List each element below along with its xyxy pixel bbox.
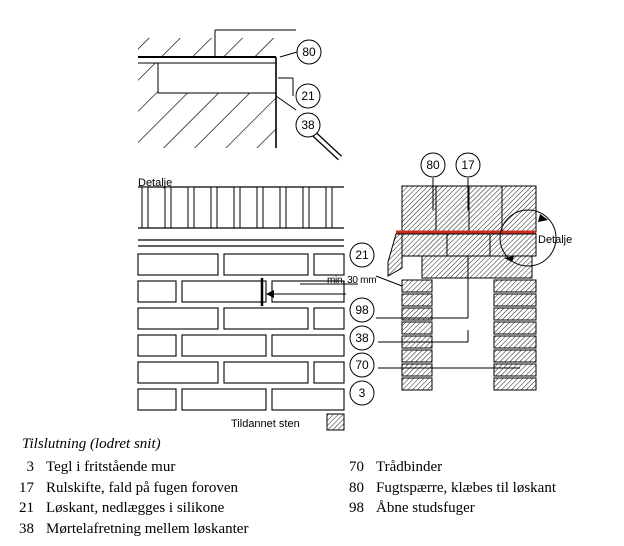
legend-item-text: Åbne studsfuger [376, 500, 475, 516]
rowlock-bricks [141, 186, 333, 229]
legend-item-number: 21 [19, 500, 34, 516]
section-brick [493, 363, 537, 377]
legend-item: 17 Rulskifte, fald på fugen foroven [0, 478, 248, 499]
legend-item: 3 Tegl i fritstående mur [0, 457, 248, 478]
callout-mid-98: 98 [349, 297, 375, 323]
svg-text:80: 80 [426, 158, 440, 172]
brick [137, 307, 219, 330]
rowlock-brick [233, 186, 241, 229]
hatch-legend-swatch [326, 413, 345, 431]
legend-item: 98 Åbne studsfuger [330, 498, 556, 519]
right-wythe [493, 279, 537, 391]
brick [223, 307, 309, 330]
callout-right-80: 80 [420, 152, 446, 178]
section-brick [401, 321, 433, 335]
brick [313, 361, 345, 384]
svg-text:38: 38 [301, 118, 315, 132]
brick [271, 334, 345, 357]
section-view [375, 178, 557, 391]
callout-right-17: 17 [455, 152, 481, 178]
legend-item-number: 98 [349, 500, 364, 516]
rowlock-brick [187, 186, 195, 229]
callout-mid-38: 38 [349, 325, 375, 351]
legend-list-left: 3 Tegl i fritstående mur 17 Rulskifte, fald… [0, 457, 248, 539]
elevation-view [137, 186, 358, 411]
section-brick [493, 279, 537, 293]
brick [271, 388, 345, 411]
section-brick [401, 307, 433, 321]
brick [137, 334, 177, 357]
detail-marker-circle [499, 209, 557, 267]
section-brick [401, 349, 433, 363]
svg-text:3: 3 [359, 386, 366, 400]
legend-item-text: Tegl i fritstående mur [46, 459, 176, 475]
brick [137, 388, 177, 411]
section-brick [401, 279, 433, 293]
rowlock-brick [141, 186, 149, 229]
legend-item-number: 17 [19, 479, 34, 496]
callout-mid-70: 70 [349, 352, 375, 378]
brick [181, 280, 267, 303]
svg-text:38: 38 [355, 331, 369, 345]
section-brick [493, 349, 537, 363]
legend-item-text: Fugtspærre, klæbes til løskant [376, 479, 556, 496]
legend-item-number: 3 [26, 459, 35, 475]
legend-item-number: 38 [19, 520, 34, 537]
brick [181, 388, 267, 411]
legend-item-text: Mørtelafretning mellem løskanter [46, 520, 249, 537]
legend-item: 80 Fugtspærre, klæbes til løskant [330, 478, 556, 499]
rowlock-brick [256, 186, 264, 229]
svg-text:80: 80 [302, 45, 316, 59]
enlarged-detail [138, 29, 343, 161]
callout-mid-3: 3 [349, 380, 375, 406]
section-brick [493, 321, 537, 335]
brick [223, 253, 309, 276]
rowlock-brick [164, 186, 172, 229]
rowlock-brick [210, 186, 218, 229]
callout-top-21: 21 [295, 83, 321, 109]
hatch-legend-label: Tildannet sten [231, 418, 300, 430]
callout-top-80: 80 [296, 39, 322, 65]
section-brick [493, 293, 537, 307]
brick-courses [137, 253, 345, 411]
legend-list-right: 70 Trådbinder 80 Fugtspærre, klæbes til løs… [330, 457, 556, 519]
section-brick [493, 307, 537, 321]
brick [137, 280, 177, 303]
section-brick [493, 377, 537, 391]
legend-item-number: 70 [349, 459, 364, 475]
svg-text:98: 98 [355, 303, 369, 317]
callout-top-38: 38 [295, 112, 321, 138]
section-brick [493, 335, 537, 349]
detail-label-right: Detalje [538, 234, 572, 246]
legend-item-number: 80 [349, 479, 364, 496]
detail-label-left: Detalje [138, 177, 172, 189]
brick [137, 361, 219, 384]
brick [313, 307, 345, 330]
svg-text:21: 21 [355, 248, 369, 262]
legend-item: 21 Løskant, nedlægges i silikone [0, 498, 248, 519]
dimension-label: min. 30 mm [327, 275, 376, 286]
left-wythe [401, 279, 433, 391]
legend-item: 70 Trådbinder [330, 457, 556, 478]
brick [313, 253, 345, 276]
brick [181, 334, 267, 357]
brick [223, 361, 309, 384]
svg-text:21: 21 [301, 89, 315, 103]
callout-mid-21: 21 [349, 242, 375, 268]
legend-item-text: Trådbinder [376, 459, 443, 475]
legend-item-text: Rulskifte, fald på fugen foroven [46, 479, 239, 496]
rowlock-brick [279, 186, 287, 229]
section-brick [401, 293, 433, 307]
legend-item-text: Løskant, nedlægges i silikone [46, 500, 225, 516]
section-brick [401, 377, 433, 391]
svg-text:17: 17 [461, 158, 475, 172]
svg-text:70: 70 [355, 358, 369, 372]
figure-caption: Tilslutning (lodret snit) [22, 436, 161, 452]
legend-item: 38 Mørtelafretning mellem løskanter [0, 519, 248, 540]
rowlock-brick [325, 186, 333, 229]
section-brick [401, 363, 433, 377]
rowlock-brick [302, 186, 310, 229]
brick [137, 253, 219, 276]
